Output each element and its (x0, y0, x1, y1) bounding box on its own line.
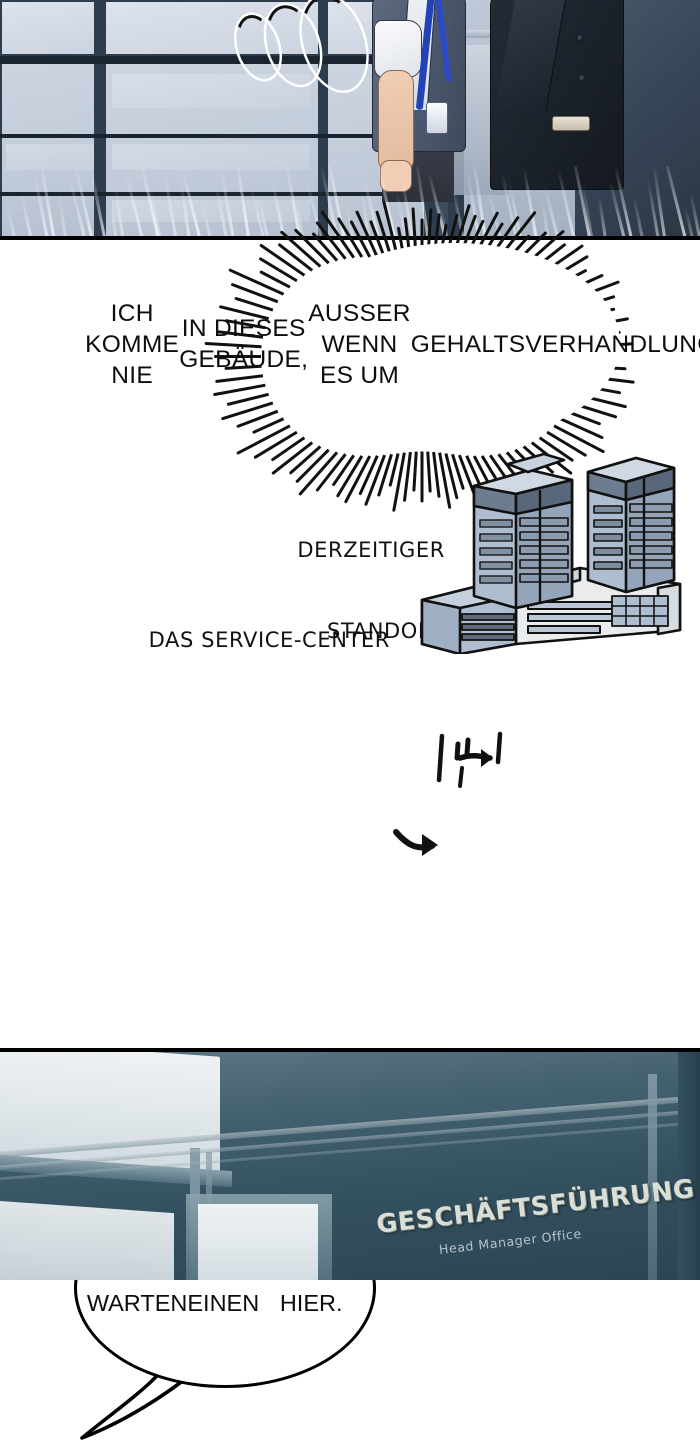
isometric-building-complex-sketch (420, 452, 682, 654)
hand (380, 160, 412, 192)
employee-with-lanyard (368, 0, 476, 202)
bubble-line: AUSSER WENN ES UM (308, 299, 411, 389)
left-lower-panel (0, 1198, 174, 1280)
arm (378, 70, 414, 172)
shout-speech-bubble: ICH KOMME NIE IN DIESES GEBÄUDE, AUSSER … (85, 200, 700, 512)
bubble-line: ICH KOMME NIE (85, 299, 180, 389)
arrow-to-annex-icon (393, 829, 438, 856)
wall-corner-edge (648, 1074, 657, 1280)
service-center-label: DAS SERVICE-CENTER (100, 580, 390, 700)
arrow-to-tower-icon (436, 731, 503, 788)
man-in-dark-suit (490, 0, 640, 200)
bubble-body (290, 243, 620, 443)
bubble-line: GEHALTSVERHANDLUNGEN (410, 330, 700, 358)
office-corridor-panel (0, 0, 700, 240)
bubble-line: IN DIESES GEBÄUDE, (179, 315, 309, 373)
id-badge (426, 102, 448, 134)
suit-button (578, 74, 585, 81)
speed-lines (0, 166, 700, 236)
manager-office-door-panel (0, 1048, 700, 1280)
bubble-text: ICH KOMME NIE IN DIESES GEBÄUDE, AUSSER … (85, 244, 700, 444)
right-wall-return (678, 1052, 700, 1280)
shirt-cuff (552, 116, 590, 131)
label-line: DERZEITIGER (297, 538, 445, 562)
rolled-sleeve (374, 20, 422, 78)
label-line: DAS SERVICE-CENTER (148, 628, 390, 652)
suit-button (576, 34, 583, 41)
right-door-glass (198, 1204, 318, 1280)
cabinet-edge (452, 30, 526, 38)
white-narration-panel: ICH KOMME NIE IN DIESES GEBÄUDE, AUSSER … (0, 200, 700, 1440)
